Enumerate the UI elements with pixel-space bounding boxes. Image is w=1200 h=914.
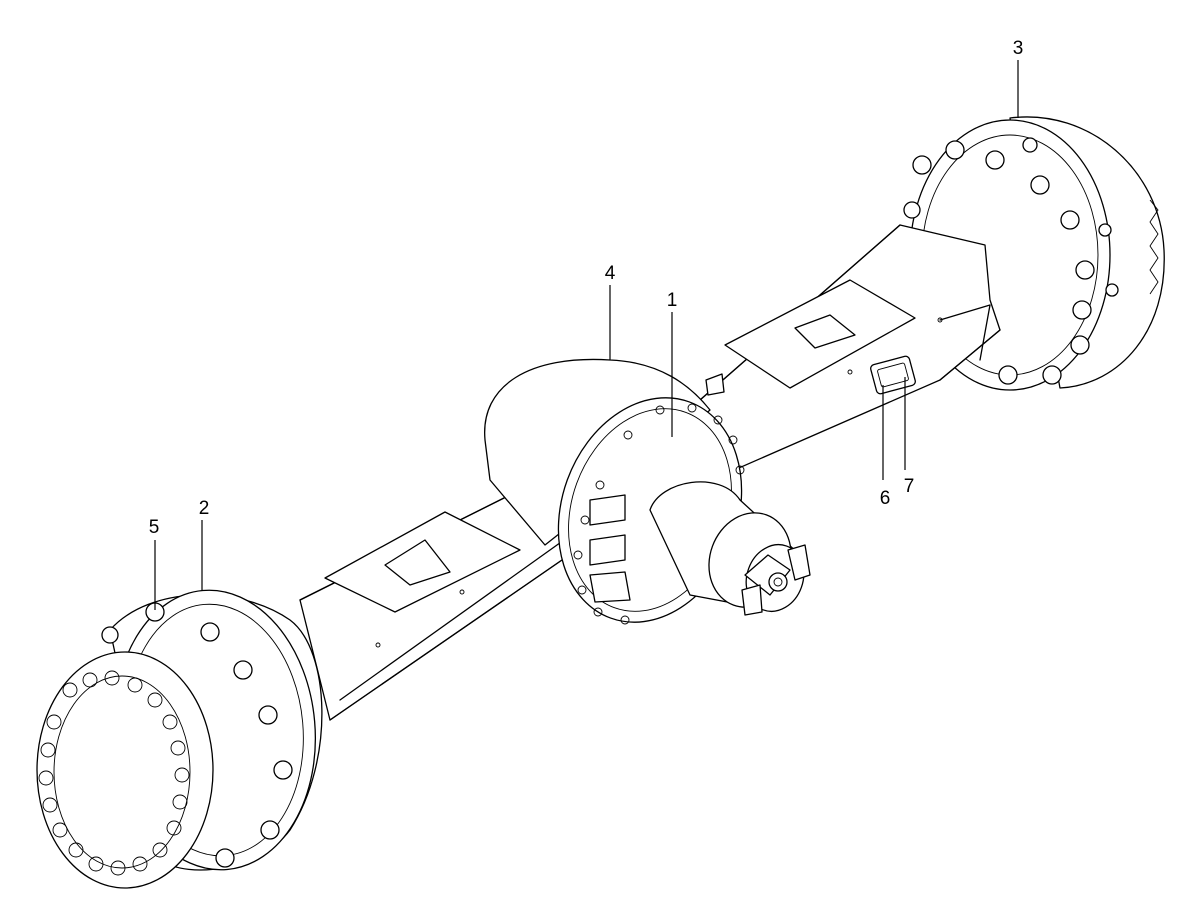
callout-4: 4 xyxy=(605,263,616,284)
pinion-yoke xyxy=(741,544,811,616)
callout-leaders xyxy=(154,60,1019,610)
callout-2: 2 xyxy=(199,498,210,519)
right-hub-bolts xyxy=(903,137,1119,385)
left-wheel-hub xyxy=(36,589,323,889)
left-hub-bolts xyxy=(101,602,293,868)
differential-housing xyxy=(484,358,811,625)
callout-7: 7 xyxy=(904,476,915,497)
callout-3: 3 xyxy=(1013,38,1024,59)
callout-1: 1 xyxy=(667,290,678,311)
name-plate xyxy=(870,355,916,395)
callout-labels: 1 2 3 4 5 6 7 xyxy=(149,38,1024,538)
callout-6: 6 xyxy=(880,488,891,509)
left-hub-scallops xyxy=(38,670,190,876)
callout-5: 5 xyxy=(149,517,160,538)
diff-cover-bolts xyxy=(573,403,745,625)
